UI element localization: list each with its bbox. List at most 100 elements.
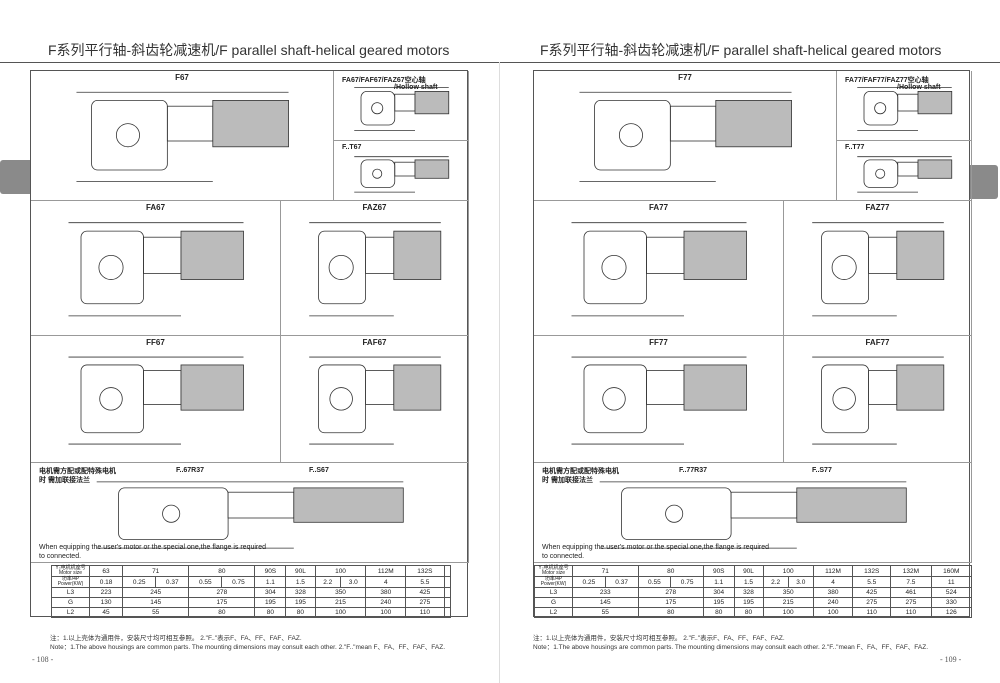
motor-size-cell: 160M: [930, 565, 973, 577]
motor-size-cell: 71: [572, 565, 639, 577]
panel-title: FAF67: [362, 338, 387, 347]
view-fa: FA77: [534, 201, 784, 336]
motor-size-cell: 132M: [890, 565, 932, 577]
row-label: G: [51, 597, 90, 608]
panel-title: FAZ77: [865, 203, 890, 212]
value-cell: 126: [930, 607, 973, 618]
motor-size-cell: 90L: [285, 565, 316, 577]
torque-arm-title: F..T67: [342, 144, 362, 151]
gearbox-drawing: [571, 222, 747, 317]
gearbox-drawing: [579, 91, 792, 182]
gearbox-drawing: [857, 87, 953, 131]
value-cell: 215: [314, 597, 367, 608]
gearbox-drawing: [309, 356, 442, 445]
row-label: L3: [534, 587, 573, 598]
motor-size-cell: [443, 565, 452, 577]
hollow-title-en: /Hollow shaft: [394, 84, 438, 91]
view-main: F77: [534, 71, 837, 201]
value-cell: 130: [88, 597, 124, 608]
motor-size-cell: 71: [122, 565, 190, 577]
value-cell: [443, 607, 452, 618]
footnote-cn: 注：1.以上壳体为通用件，安装尺寸均可相互参照。 2."F.."表示F、FA、F…: [533, 635, 785, 642]
power-cell: 2.2: [314, 576, 342, 588]
page-header-right: F系列平行轴-斜齿轮减速机/F parallel shaft-helical g…: [540, 42, 942, 58]
power-cell: 5.5: [405, 576, 445, 588]
gearbox-drawing: [309, 222, 442, 317]
gearbox-drawing: [857, 156, 953, 193]
motor-size-cell: 80: [188, 565, 256, 577]
value-cell: 100: [762, 607, 814, 618]
power-cell: 0.37: [604, 576, 639, 588]
value-cell: 223: [88, 587, 124, 598]
value-cell: 330: [930, 597, 973, 608]
value-cell: 80: [637, 607, 704, 618]
view-fa: FA67: [31, 201, 281, 336]
motor-size-cell: 80: [637, 565, 704, 577]
value-cell: 195: [703, 597, 735, 608]
s-title: F..S67: [309, 467, 329, 474]
power-cell: 2.2: [762, 576, 789, 588]
value-cell: 215: [762, 597, 814, 608]
hollow-title: FA67/FAF67/FAZ67空心轴: [342, 77, 426, 84]
power-cell: 5.5: [852, 576, 892, 588]
view-hollow-shaft: FA77/FAF77/FAZ77空心轴/Hollow shaft: [837, 71, 972, 141]
value-cell: 80: [703, 607, 735, 618]
gearbox-drawing: [68, 356, 244, 445]
motor-size-cell: 100: [314, 565, 367, 577]
catalog-page-109: F77 FA77/FAF77/FAZ77空心轴/Hollow shaft F..…: [533, 70, 973, 618]
value-cell: 145: [572, 597, 639, 608]
footnote: 注：1.以上壳体为通用件，安装尺寸均可相互参照。 2."F.."表示F、FA、F…: [50, 634, 445, 652]
value-cell: 380: [812, 587, 854, 598]
panel-title: FA77: [648, 203, 669, 212]
power-cell: 0.75: [670, 576, 704, 588]
catalog-page-108: F67 FA67/FAF67/FAZ67空心轴/Hollow shaft F..…: [30, 70, 469, 618]
power-cell: 4: [365, 576, 407, 588]
value-cell: 100: [812, 607, 854, 618]
power-cell: 1.1: [703, 576, 735, 588]
row-label: L3: [51, 587, 90, 598]
view-torque-arm: F..T77: [837, 141, 972, 201]
motor-size-cell: 100: [762, 565, 814, 577]
value-cell: 240: [365, 597, 407, 608]
value-cell: 350: [762, 587, 814, 598]
panel-title: FAF77: [865, 338, 890, 347]
value-cell: 524: [930, 587, 973, 598]
power-cell: 0.18: [88, 576, 124, 588]
view-ff: FF77: [534, 336, 784, 463]
page-number-right: - 109 -: [940, 655, 962, 664]
value-cell: 275: [852, 597, 892, 608]
panel-title: F77: [678, 73, 692, 82]
row-label: G: [534, 597, 573, 608]
motor-size-header: Y₂电机机座号 Motor size: [51, 565, 90, 577]
page-number-left: - 108 -: [32, 655, 54, 664]
torque-arm-title: F..T77: [845, 144, 865, 151]
hollow-title: FA77/FAF77/FAZ77空心轴: [845, 77, 929, 84]
power-cell: 7.5: [890, 576, 932, 588]
value-cell: 425: [405, 587, 445, 598]
motor-size-header: Y₂电机机座号 Motor size: [534, 565, 573, 577]
power-cell: 4: [812, 576, 854, 588]
gearbox-drawing: [76, 91, 289, 182]
flange-note-cn: 电机需方配或配特殊电机时 需加联接法兰: [39, 468, 116, 484]
power-cell: 0.25: [572, 576, 606, 588]
value-cell: 328: [285, 587, 316, 598]
value-cell: 80: [285, 607, 316, 618]
value-cell: 195: [254, 597, 287, 608]
motor-size-cell: 90L: [733, 565, 764, 577]
gearbox-drawing: [571, 356, 747, 445]
power-cell: [443, 576, 452, 588]
value-cell: 195: [285, 597, 316, 608]
value-cell: 55: [122, 607, 190, 618]
power-cell: 0.75: [221, 576, 256, 588]
power-cell: 11: [930, 576, 973, 588]
gearbox-drawing: [354, 156, 450, 193]
value-cell: [443, 597, 452, 608]
value-cell: 80: [188, 607, 256, 618]
value-cell: [443, 587, 452, 598]
view-faf: FAF67: [281, 336, 469, 463]
s-title: F..S77: [812, 467, 832, 474]
motor-size-cell: 90S: [254, 565, 287, 577]
value-cell: 55: [572, 607, 639, 618]
panel-title: FF67: [146, 338, 165, 347]
motor-size-cell: 132S: [852, 565, 892, 577]
